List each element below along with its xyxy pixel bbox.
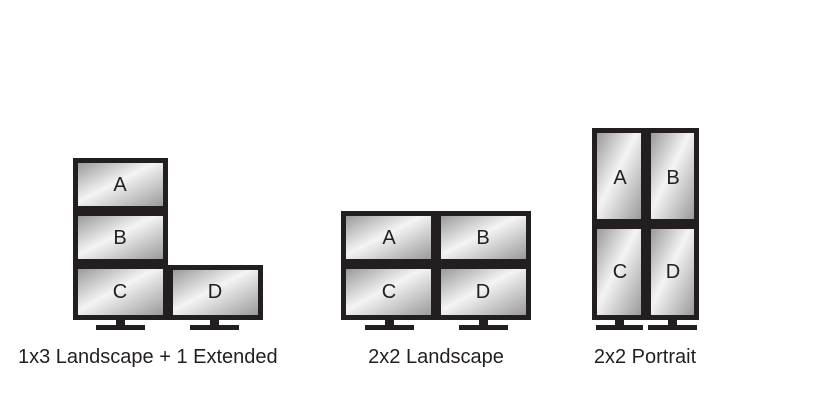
screen-label-a: A [113,174,127,196]
monitor-stand-d [190,320,239,330]
monitor-d: D [646,224,699,320]
screen-label-a: A [382,227,396,249]
caption-2x2-landscape: 2x2 Landscape [368,346,504,368]
caption-1x3-landscape-extended: 1x3 Landscape + 1 Extended [18,346,278,368]
monitor-b: B [436,211,531,264]
monitor-b: B [73,211,168,264]
screen-label-b: B [476,227,489,249]
screen-label-b: B [666,167,679,189]
screen-label-d: D [208,281,222,303]
screen-label-b: B [113,227,126,249]
monitor-a: A [592,128,646,224]
monitor-c: C [592,224,646,320]
config-1x3-landscape-extended: A B C D [73,158,263,330]
config-2x2-portrait: A B C D [592,128,699,330]
monitor-a: A [341,211,436,264]
monitor-d: D [168,265,263,320]
screen-label-d: D [476,281,490,303]
monitor-stand-c [596,320,643,330]
screen-label-a: A [613,167,627,189]
monitor-stand-d [648,320,697,330]
screen-label-c: C [113,281,127,303]
monitor-c: C [341,264,436,320]
monitor-d: D [436,264,531,320]
monitor-stand-c [365,320,414,330]
config-2x2-landscape: A B C D [341,211,531,330]
screen-label-d: D [666,261,680,283]
monitor-a: A [73,158,168,211]
screen-label-c: C [382,281,396,303]
monitor-b: B [646,128,699,224]
caption-2x2-portrait: 2x2 Portrait [593,346,697,368]
screen-label-c: C [613,261,627,283]
monitor-c: C [73,264,168,320]
monitor-stand-c [96,320,145,330]
monitor-stand-d [459,320,508,330]
